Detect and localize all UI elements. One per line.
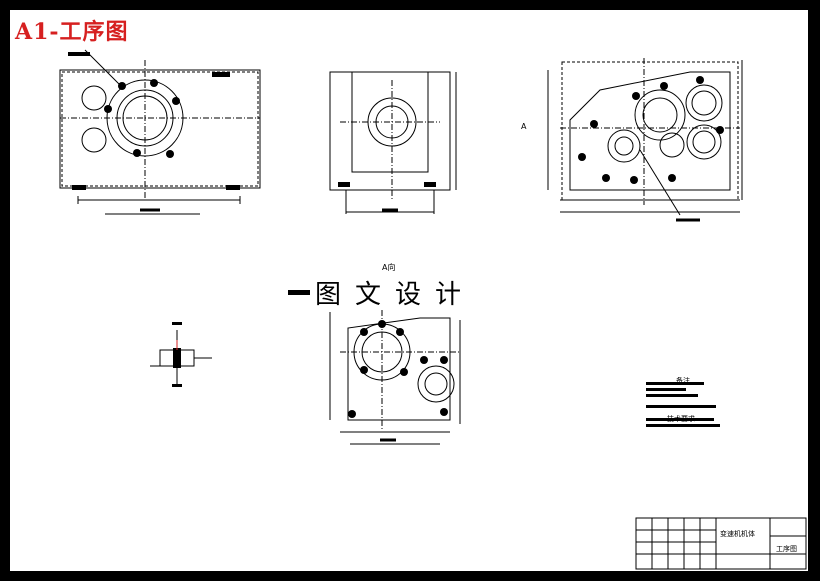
notes-title: 备注 bbox=[676, 377, 690, 385]
detail-view-marks bbox=[172, 322, 182, 387]
right-view-marks bbox=[578, 76, 724, 184]
title-block-drawing-name: 工序图 bbox=[776, 545, 797, 553]
right-view bbox=[547, 58, 743, 222]
section-view bbox=[329, 310, 461, 445]
watermark-dash bbox=[288, 290, 310, 295]
drawing-title: A1-工序图 bbox=[15, 19, 129, 45]
section-view-marks bbox=[348, 320, 448, 418]
front-view bbox=[59, 49, 261, 215]
title-block-part-name: 变速机机体 bbox=[720, 530, 755, 538]
side-view-marks bbox=[338, 182, 436, 187]
side-marker-label: A bbox=[521, 122, 527, 131]
drawing-sheet bbox=[10, 10, 808, 571]
requirements-title: 技术要求 bbox=[667, 415, 695, 423]
front-view-marks bbox=[72, 72, 240, 190]
notes-block bbox=[646, 382, 720, 427]
title-block bbox=[635, 517, 807, 570]
watermark-text: 图文设计 bbox=[315, 280, 476, 310]
side-view bbox=[329, 71, 457, 214]
section-view-label: A向 bbox=[382, 263, 396, 272]
